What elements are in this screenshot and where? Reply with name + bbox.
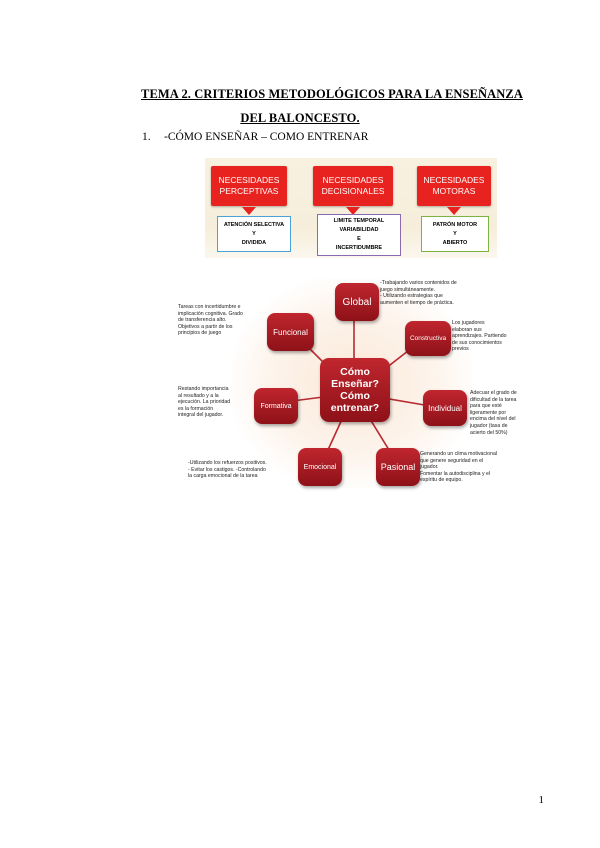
methodology-radial-diagram: Global Constructiva Individual Pasional …	[172, 268, 517, 503]
node-global: Global	[335, 283, 379, 321]
page-number: 1	[538, 794, 545, 806]
node-emocional: Emocional	[298, 448, 342, 486]
desc-emocional: -Utilizando los refuerzos positivos.- Ev…	[188, 460, 267, 480]
arrow-down-icon	[242, 207, 256, 215]
document-title-line-1: TEMA 2. CRITERIOS METODOLÓGICOS PARA LA …	[141, 87, 523, 101]
section-heading: 1. -CÓMO ENSEÑAR – COMO ENTRENAR	[142, 131, 368, 143]
node-individual: Individual	[423, 390, 467, 426]
node-funcional: Funcional	[267, 313, 314, 351]
section-number: 1.	[142, 131, 151, 143]
node-formativa: Formativa	[254, 388, 298, 424]
arrow-down-icon	[346, 207, 360, 215]
node-pasional: Pasional	[376, 448, 420, 486]
node-constructiva: Constructiva	[405, 321, 451, 356]
document-title-line-2: DEL BALONCESTO.	[240, 111, 360, 125]
arrow-down-icon	[447, 207, 461, 215]
section-title: -CÓMO ENSEÑAR – COMO ENTRENAR	[164, 131, 369, 143]
